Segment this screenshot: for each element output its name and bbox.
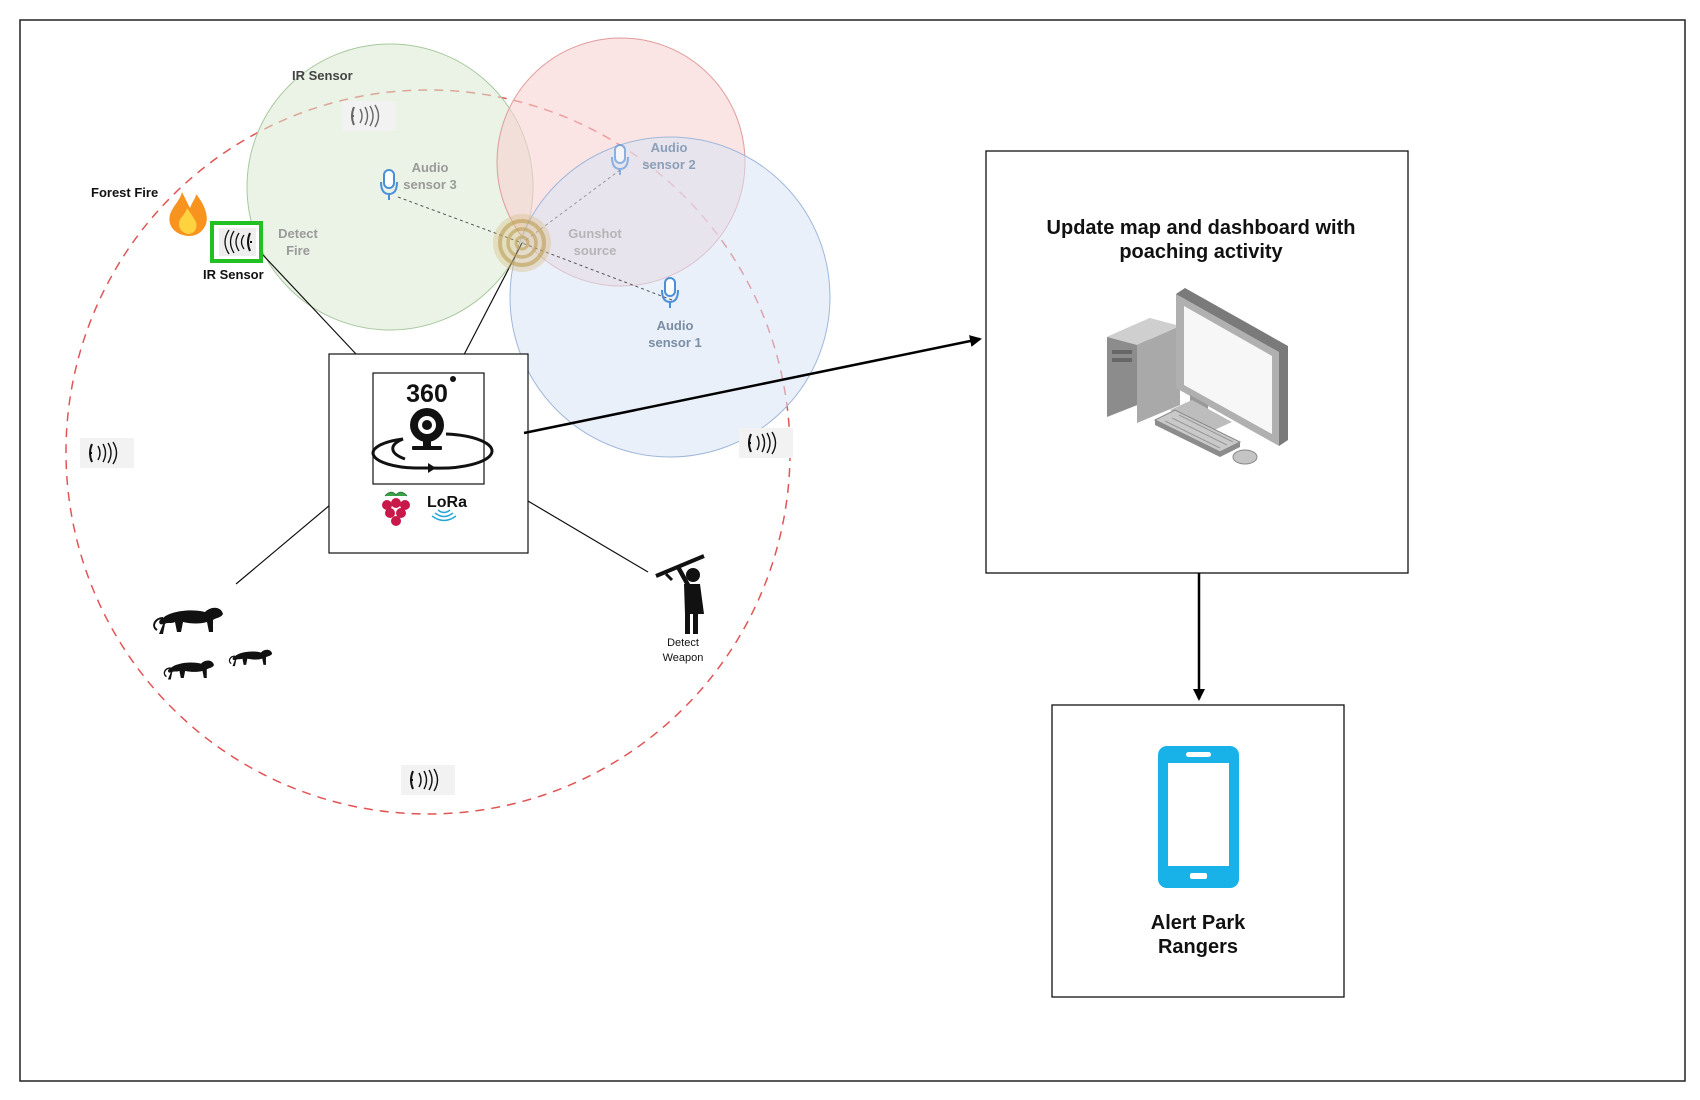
lora-label: LoRa — [427, 494, 467, 511]
detect-fire-label-2: Fire — [286, 243, 310, 258]
audio-sensor-3-label-2: sensor 3 — [403, 177, 456, 192]
dashboard-label-1: Update map and dashboard with — [1047, 217, 1356, 239]
wireless-sensor-icon — [80, 438, 134, 468]
degree-dot — [450, 376, 456, 382]
microphone-icon — [611, 144, 629, 175]
triangulation-line-1 — [521, 242, 673, 301]
360-camera-icon — [371, 408, 494, 473]
raspberry-pi-icon — [382, 491, 410, 526]
detect-weapon-label-2: Weapon — [663, 652, 704, 664]
alert-label-2: Rangers — [1158, 936, 1238, 958]
audio-sensor-1-label-1: Audio — [657, 318, 694, 333]
lora-icon: LoRa — [427, 494, 467, 522]
leopard-icon — [163, 660, 214, 680]
leopard-icon — [153, 607, 223, 634]
fire-icon — [169, 192, 207, 236]
ir-sensor-label-left: IR Sensor — [203, 267, 264, 282]
wireless-sensor-icon — [342, 101, 396, 131]
desktop-computer-icon — [1107, 288, 1288, 465]
alert-label-1: Alert Park — [1151, 912, 1246, 934]
ir-sensor-icon — [210, 221, 263, 263]
link-gunshot-hub — [454, 242, 523, 373]
link-animals-hub — [235, 504, 331, 585]
link-ir-sensor-hub — [261, 253, 373, 372]
gunshot-label-2: source — [574, 243, 617, 258]
detect-fire-label-1: Detect — [278, 226, 318, 241]
camera-360-label: 360 — [406, 380, 448, 408]
poacher-with-rifle-icon — [655, 554, 705, 634]
wireless-sensor-icon — [739, 428, 793, 458]
detect-weapon-label-1: Detect — [667, 637, 699, 649]
microphone-icon — [661, 277, 679, 308]
leopard-icon — [228, 649, 273, 667]
microphone-icon — [380, 169, 398, 200]
audio-sensor-2-label-1: Audio — [651, 140, 688, 155]
arrow-to-dashboard — [523, 335, 982, 435]
triangulation-line-2 — [521, 169, 621, 244]
dashboard-label-2: poaching activity — [1119, 241, 1283, 263]
audio-sensor-2-label-2: sensor 2 — [642, 157, 695, 172]
smartphone-icon — [1158, 746, 1239, 888]
gunshot-label-1: Gunshot — [568, 226, 622, 241]
audio-sensor-3-label-1: Audio — [412, 160, 449, 175]
audio-sensor-1-label-2: sensor 1 — [648, 335, 701, 350]
gunshot-source-icon — [493, 214, 551, 272]
wireless-sensor-icon — [401, 765, 455, 795]
ir-sensor-label-top: IR Sensor — [292, 68, 353, 83]
forest-fire-label: Forest Fire — [91, 185, 158, 200]
